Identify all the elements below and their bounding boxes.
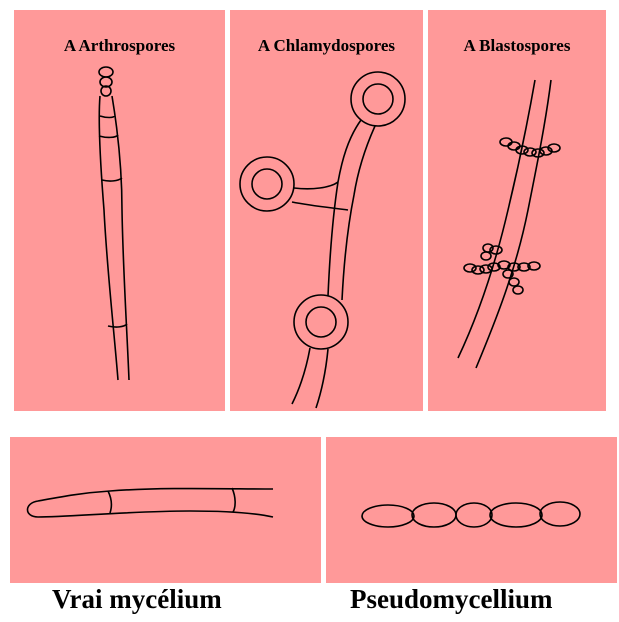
true-mycelium-caption: Vrai mycélium — [52, 584, 222, 615]
chlamydospores-panel: A Chlamydospores — [230, 10, 423, 411]
pseudomycelium-caption: Pseudomycellium — [350, 584, 553, 615]
chlamydospores-drawing — [230, 10, 423, 411]
true-mycelium-drawing — [10, 437, 321, 583]
pseudomycelium-drawing — [326, 437, 617, 583]
true-mycelium-panel — [10, 437, 321, 583]
blastospores-drawing — [428, 10, 606, 411]
blastospores-panel: A Blastospores — [428, 10, 606, 411]
arthrospores-panel: A Arthrospores — [14, 10, 225, 411]
pseudomycelium-panel — [326, 437, 617, 583]
arthrospores-drawing — [14, 10, 225, 411]
